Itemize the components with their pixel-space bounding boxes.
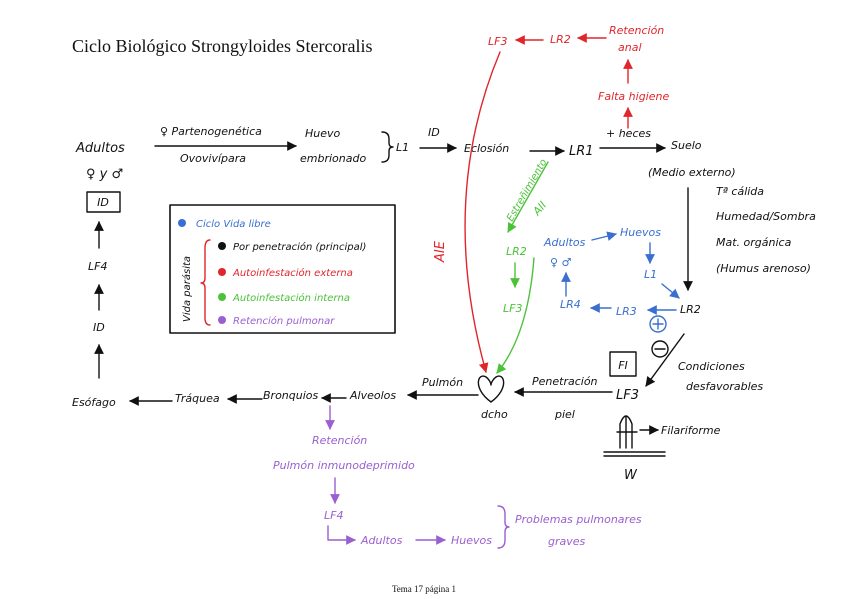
arrow-lr1-to-lr2-internal [507, 161, 549, 233]
node-lr1: LR1 [569, 144, 594, 159]
legend-dot-purple [218, 316, 226, 324]
legend-ext: Autoinfestación externa [232, 267, 353, 279]
label-condiciones: Condiciones [678, 360, 745, 373]
node-bronquios: Bronquios [263, 389, 319, 402]
aie-node-lf3: LF3 [488, 35, 507, 48]
legend-free: Ciclo Vida libre [196, 219, 271, 230]
node-id: ID [93, 321, 105, 334]
free-node-lr3: LR3 [616, 305, 637, 318]
aii-node-lf3: LF3 [503, 302, 522, 315]
free-node-lr4: LR4 [560, 298, 581, 311]
pulm-graves: graves [548, 535, 586, 548]
arrow-aii-to-heart [496, 257, 535, 374]
legend-dot-black [218, 242, 226, 250]
arrow-lf4-to-adultos [327, 525, 356, 545]
heart-icon [477, 375, 505, 403]
legend-brace [200, 239, 211, 326]
label-heces: + heces [606, 127, 651, 140]
page-footer: Tema 17 página 1 [392, 584, 456, 594]
label-id-top: ID [428, 126, 440, 139]
pulm-inmuno: Pulmón inmunodeprimido [273, 459, 415, 472]
node-sexes: ♀ y ♂ [86, 167, 123, 182]
node-traquea: Tráquea [175, 392, 220, 405]
legend: Ciclo Vida libre Vida parásita Por penet… [169, 204, 396, 334]
condition-humedad: Humedad/Sombra [716, 210, 816, 223]
node-huevo: Huevo [305, 127, 341, 140]
label-penetracion: Penetración [532, 375, 598, 388]
aie-anal: anal [618, 41, 642, 54]
fi-box-label: FI [618, 359, 628, 372]
pulm-lf4: LF4 [324, 509, 343, 522]
plus-circle-icon [649, 315, 667, 333]
label-filariforme: Filariforme [661, 424, 721, 437]
label-ovovivipara: Ovovivípara [180, 152, 246, 165]
aie-retencion: Retención [609, 24, 664, 37]
arrow-lr2-to-lf3 [645, 333, 685, 387]
free-node-l1: L1 [644, 268, 657, 281]
node-embrionado: embrionado [300, 152, 366, 165]
node-lf3: LF3 [616, 388, 639, 403]
free-node-sexes: ♀ ♂ [550, 256, 571, 269]
node-eclosion: Eclosión [464, 142, 509, 155]
label-medio-externo: (Medio externo) [648, 166, 736, 179]
pulm-huevos: Huevos [451, 534, 492, 547]
pulm-adultos: Adultos [360, 534, 403, 547]
filariform-larva-icon [616, 415, 638, 449]
free-node-adultos: Adultos [543, 236, 586, 249]
aie-label: AIE [433, 240, 448, 263]
aie-higiene: Falta higiene [598, 90, 669, 103]
condition-humus: (Humus arenoso) [716, 262, 811, 275]
arrow-aie-lf3-to-heart [464, 51, 501, 373]
node-alveolos: Alveolos [349, 389, 396, 402]
condition-temp: Tª cálida [716, 185, 764, 198]
legend-pulm: Retención pulmonar [233, 315, 335, 327]
legend-box [169, 204, 396, 334]
legend-parasitic: Vida parásita [181, 256, 193, 322]
node-l1: L1 [396, 141, 409, 154]
label-w: W [624, 468, 638, 483]
aie-node-lr2: LR2 [550, 33, 571, 46]
pulm-problemas: Problemas pulmonares [515, 513, 642, 526]
node-suelo: Suelo [671, 139, 702, 152]
brace-icon [381, 131, 394, 163]
legend-dot-blue [178, 219, 186, 227]
id-box-label: ID [97, 196, 109, 209]
page-title: Ciclo Biológico Strongyloides Stercorali… [72, 36, 372, 56]
arrow-adultos-to-huevos [591, 231, 617, 241]
legend-int: Autoinfestación interna [232, 292, 350, 304]
label-desfavorables: desfavorables [686, 380, 763, 393]
legend-dot-red [218, 268, 226, 276]
label-pulmon: Pulmón [422, 376, 463, 389]
aii-node-lr2: LR2 [506, 245, 527, 258]
node-adultos: Adultos [75, 141, 125, 156]
node-esofago: Esófago [72, 396, 116, 409]
node-lf4: LF4 [88, 260, 107, 273]
minus-circle-icon [651, 340, 669, 358]
brace-icon-pulm [497, 505, 510, 549]
free-node-huevos: Huevos [620, 226, 661, 239]
aii-label: AII [530, 199, 550, 219]
arrow-l1-to-lr2 [661, 283, 680, 299]
heart-label: dcho [481, 408, 508, 421]
condition-materia: Mat. orgánica [716, 236, 792, 249]
fi-box [609, 351, 637, 377]
pulm-retencion: Retención [312, 434, 367, 447]
id-box [86, 191, 121, 213]
legend-dot-green [218, 293, 226, 301]
label-piel: piel [554, 408, 575, 421]
label-partenogenetica: ♀ Partenogenética [160, 125, 262, 138]
legend-penetration: Por penetración (principal) [233, 241, 366, 253]
node-lr2: LR2 [680, 303, 701, 316]
